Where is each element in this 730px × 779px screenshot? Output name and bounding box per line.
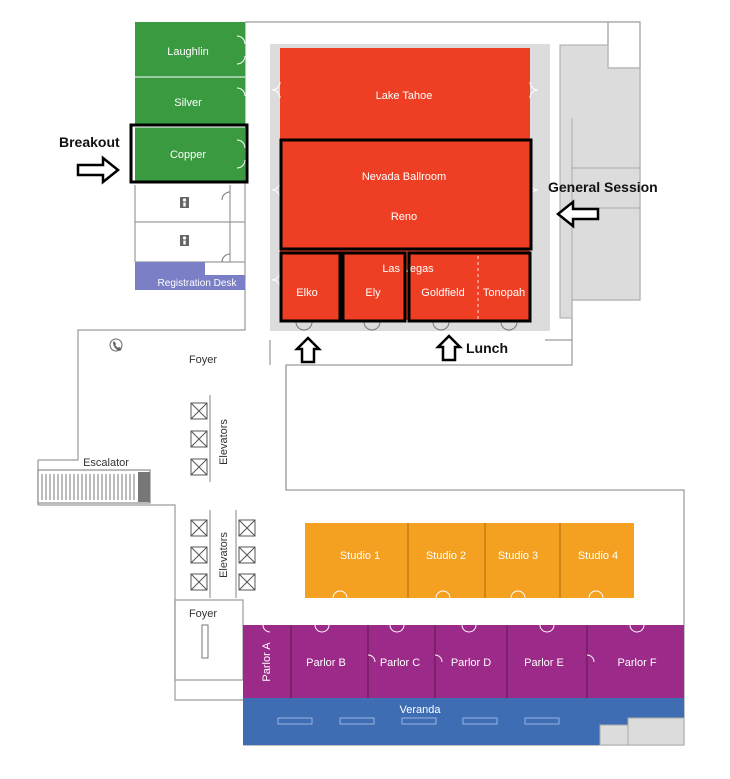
room-nevada-ballroom-reno[interactable] [280, 140, 530, 250]
foyer-kiosk [201, 624, 209, 659]
elevators-upper [190, 402, 208, 476]
label-reno: Reno [391, 211, 417, 223]
label-nevada-ballroom: Nevada Ballroom [362, 171, 446, 183]
phone-icon [109, 338, 123, 352]
label-parlor-b: Parlor B [306, 657, 346, 669]
label-parlor-d: Parlor D [451, 657, 491, 669]
arrow-icon [293, 336, 323, 364]
registration-desk[interactable] [135, 262, 245, 290]
arrow-icon [555, 199, 600, 229]
room-parlor-f[interactable] [587, 625, 684, 698]
callout-lunch: Lunch [466, 340, 508, 356]
label-tonopah: Tonopah [483, 287, 525, 299]
label-copper: Copper [170, 149, 206, 161]
callout-breakout: Breakout [59, 134, 120, 150]
room-silver[interactable] [135, 77, 245, 127]
room-parlor-a[interactable] [243, 625, 291, 698]
label-laughlin: Laughlin [167, 46, 209, 58]
callout-general-session: General Session [548, 179, 658, 195]
label-elko: Elko [296, 287, 317, 299]
label-studio-3: Studio 3 [498, 550, 538, 562]
restroom-icon [180, 235, 189, 246]
label-elevators-upper: Elevators [218, 419, 230, 465]
label-parlor-f: Parlor F [617, 657, 656, 669]
room-studio-4[interactable] [560, 523, 634, 598]
elevators-lower [190, 519, 256, 591]
label-elevators-lower: Elevators [218, 532, 230, 578]
label-escalator: Escalator [83, 457, 129, 469]
label-studio-1: Studio 1 [340, 550, 380, 562]
room-studio-2[interactable] [408, 523, 485, 598]
label-ely: Ely [365, 287, 381, 299]
room-laughlin[interactable] [135, 22, 245, 77]
label-parlor-c: Parlor C [380, 657, 420, 669]
room-copper[interactable] [135, 127, 245, 183]
label-studio-2: Studio 2 [426, 550, 466, 562]
label-foyer-lower: Foyer [189, 608, 217, 620]
room-parlor-d[interactable] [435, 625, 507, 698]
arrow-icon [76, 155, 121, 185]
purple-parlors: Parlor A Parlor B Parlor C Parlor D Parl… [243, 624, 684, 698]
room-parlor-c[interactable] [368, 625, 435, 698]
orange-studios: Studio 1 Studio 2 Studio 3 Studio 4 [305, 523, 634, 599]
label-silver: Silver [174, 97, 202, 109]
label-parlor-e: Parlor E [524, 657, 564, 669]
room-studio-1[interactable] [305, 523, 408, 598]
label-lake-tahoe: Lake Tahoe [376, 90, 433, 102]
restrooms [180, 191, 231, 263]
green-rooms: Laughlin Silver Copper [135, 22, 246, 183]
veranda: Veranda [243, 698, 685, 746]
escalator [37, 469, 151, 504]
label-studio-4: Studio 4 [578, 550, 618, 562]
label-goldfield: Goldfield [421, 287, 464, 299]
label-parlor-a: Parlor A [261, 642, 273, 682]
arrow-icon [434, 334, 464, 362]
room-parlor-e[interactable] [507, 625, 587, 698]
room-studio-3[interactable] [485, 523, 560, 598]
restroom-icon [180, 197, 189, 208]
ballroom-highlight-boxes [279, 138, 533, 323]
room-parlor-b[interactable] [291, 625, 368, 698]
label-foyer-upper: Foyer [189, 354, 217, 366]
label-veranda: Veranda [400, 704, 442, 716]
label-registration-desk: Registration Desk [158, 278, 238, 289]
room-lake-tahoe[interactable] [280, 48, 530, 140]
copper-highlight-box [129, 123, 249, 184]
